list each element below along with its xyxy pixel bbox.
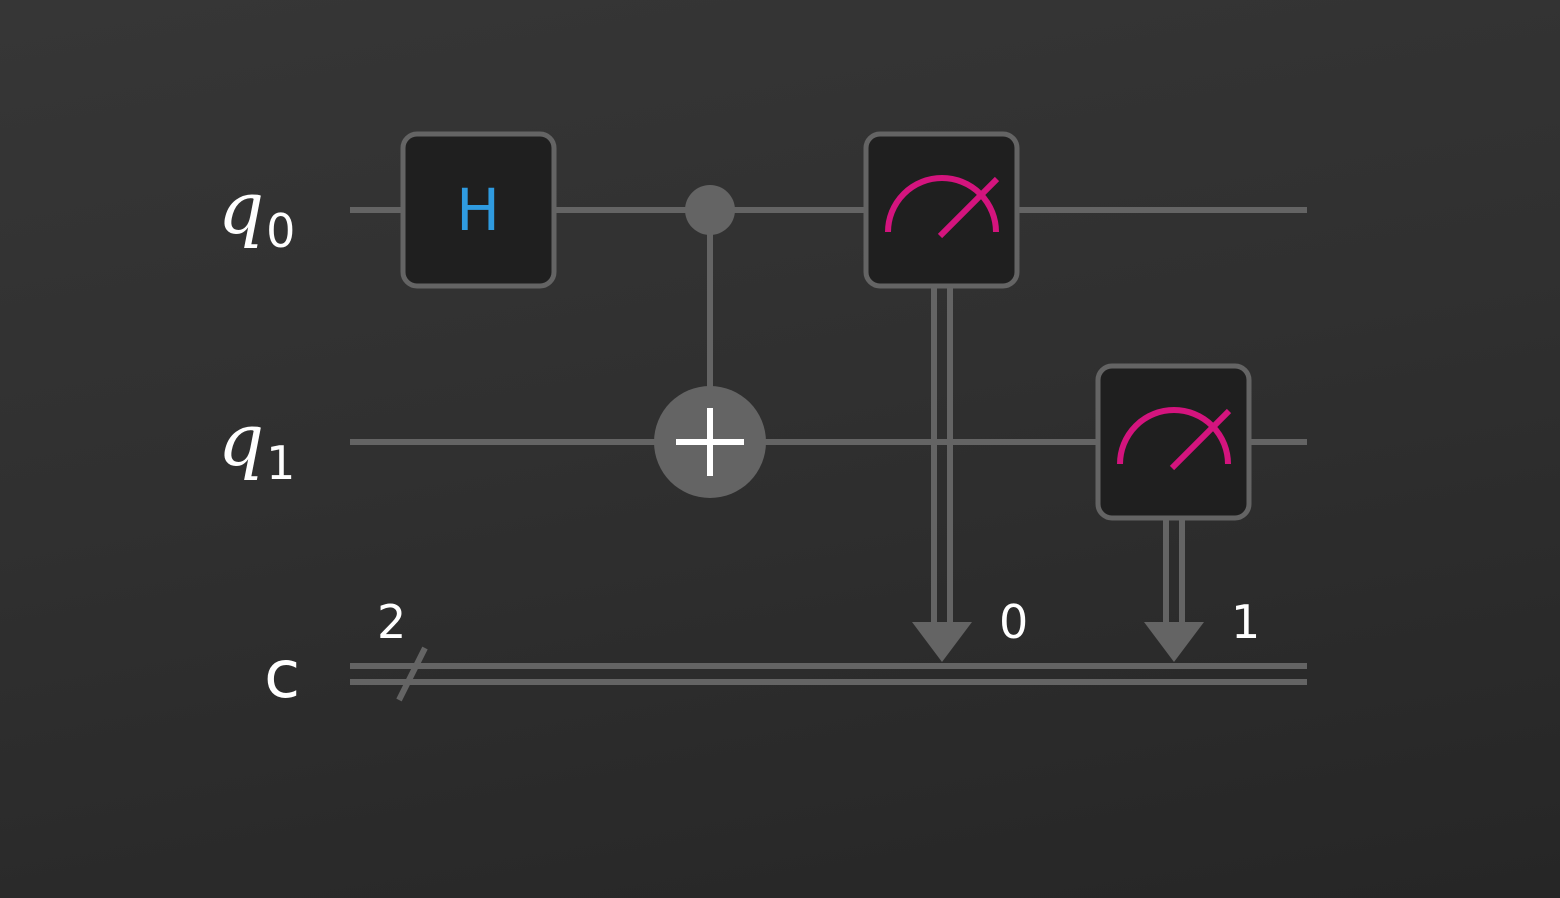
creg-label-c: c <box>264 636 300 713</box>
qubit-index-q1: 1 <box>266 436 295 490</box>
hadamard-gate-label: H <box>456 176 500 244</box>
hadamard-gate[interactable]: H <box>400 131 557 289</box>
measure-gate-q1[interactable] <box>1095 363 1252 662</box>
meter-icon <box>885 175 1000 239</box>
qubit-name-q0: q <box>218 166 264 250</box>
creg-bundle-slash <box>396 646 428 702</box>
creg-size-label: 2 <box>377 595 406 649</box>
qubit-label-q0: q0 <box>218 166 295 258</box>
qubit-label-q1: q1 <box>218 398 295 490</box>
cnot-control-dot <box>685 185 735 235</box>
meter-icon <box>1117 407 1232 471</box>
qubit-index-q0: 0 <box>266 204 295 258</box>
measure-arrow-q0 <box>912 622 972 662</box>
clbit-label-1: 1 <box>1231 595 1260 649</box>
qubit-name-q1: q <box>218 398 264 482</box>
cnot-plus-icon <box>676 408 744 476</box>
creg-wire <box>350 663 1307 685</box>
measure-arrow-q1 <box>1144 622 1204 662</box>
cnot-gate[interactable] <box>654 185 766 498</box>
clbit-label-0: 0 <box>999 595 1028 649</box>
measure-gate-q0[interactable] <box>863 131 1020 662</box>
